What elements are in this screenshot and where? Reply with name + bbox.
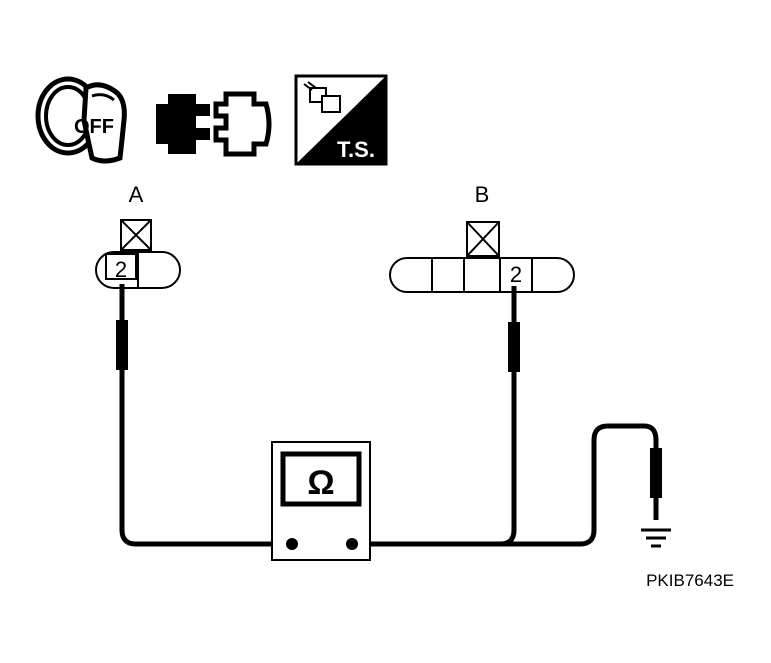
figure-code: PKIB7643E xyxy=(646,571,734,590)
probe-ground xyxy=(650,448,662,498)
ts-probe-icon: T.S. xyxy=(294,74,388,166)
connector-b-label: B xyxy=(475,182,490,207)
disconnected-connector-icon xyxy=(156,91,272,157)
meter-terminal-left xyxy=(286,538,298,550)
probe-a xyxy=(116,320,128,370)
lead-a xyxy=(119,284,292,547)
connector-b: B 2 xyxy=(389,182,575,293)
lead-ground xyxy=(500,423,659,547)
meter-terminal-right xyxy=(346,538,358,550)
lead-b xyxy=(352,286,517,547)
ignition-off-text: OFF xyxy=(74,116,114,138)
ignition-key-icon: OFF xyxy=(35,76,127,164)
connector-a: A 2 xyxy=(95,182,181,289)
connector-a-label: A xyxy=(129,182,144,207)
ohm-symbol: Ω xyxy=(307,464,334,502)
test-leads xyxy=(119,284,659,547)
connector-a-terminal: 2 xyxy=(115,257,127,282)
ground-icon xyxy=(641,528,671,548)
ohmmeter-icon: Ω xyxy=(271,441,371,561)
probe-b xyxy=(508,322,520,372)
connector-b-terminal: 2 xyxy=(510,262,522,287)
ts-text: T.S. xyxy=(337,137,375,162)
